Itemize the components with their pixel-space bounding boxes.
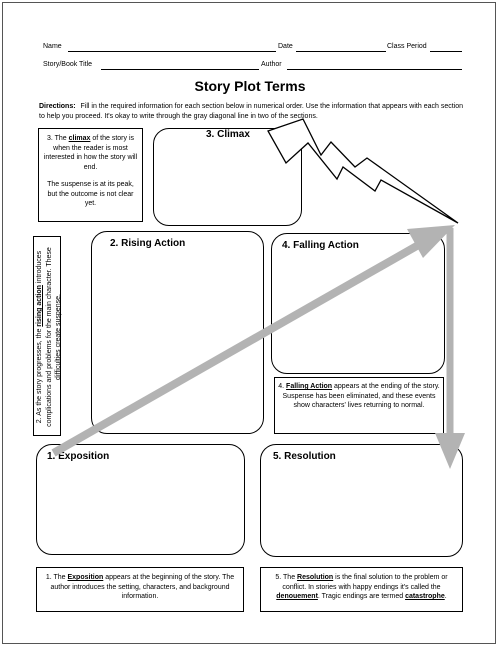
rising-arrow-icon: [51, 233, 435, 457]
name-field[interactable]: [68, 51, 276, 52]
class-period-field[interactable]: [430, 51, 462, 52]
arrow-head-down-icon: [435, 433, 465, 469]
climax-note: 3. The climax of the story is when the r…: [38, 128, 143, 222]
lightning-bolt-icon: [267, 118, 459, 224]
exposition-note: 1. The Exposition appears at the beginni…: [36, 567, 244, 612]
exposition-box[interactable]: 1. Exposition: [36, 444, 245, 555]
class-period-label: Class Period: [387, 43, 427, 50]
resolution-box[interactable]: 5. Resolution: [260, 444, 463, 557]
rising-note: 2. As the story progresses, the rising a…: [33, 236, 62, 436]
book-title-label: Story/Book Title: [43, 61, 93, 68]
author-label: Author: [261, 61, 282, 68]
date-label: Date: [278, 43, 293, 50]
rising-action-title: 2. Rising Action: [110, 238, 186, 249]
page-title: Story Plot Terms: [194, 78, 306, 94]
resolution-note: 5. The Resolution is the final solution …: [260, 567, 463, 612]
plot-arrows-overlay: [51, 118, 465, 469]
date-field[interactable]: [296, 51, 386, 52]
book-title-field[interactable]: [101, 69, 259, 70]
worksheet-page: Name Date Class Period Story/Book Title …: [2, 2, 496, 644]
arrow-head-up-icon: [407, 225, 455, 258]
author-field[interactable]: [287, 69, 462, 70]
directions: Directions: Fill in the required informa…: [39, 102, 469, 122]
resolution-title: 5. Resolution: [273, 451, 336, 462]
directions-text: Fill in the required information for eac…: [39, 103, 463, 120]
exposition-title: 1. Exposition: [47, 451, 110, 462]
falling-note: 4. Falling Action appears at the ending …: [274, 377, 444, 434]
directions-label: Directions:: [39, 103, 76, 110]
rising-action-box[interactable]: 2. Rising Action: [91, 231, 264, 434]
falling-action-box[interactable]: 4. Falling Action: [271, 233, 445, 374]
falling-action-title: 4. Falling Action: [282, 240, 359, 251]
climax-title: 3. Climax: [206, 129, 250, 140]
name-label: Name: [43, 43, 62, 50]
